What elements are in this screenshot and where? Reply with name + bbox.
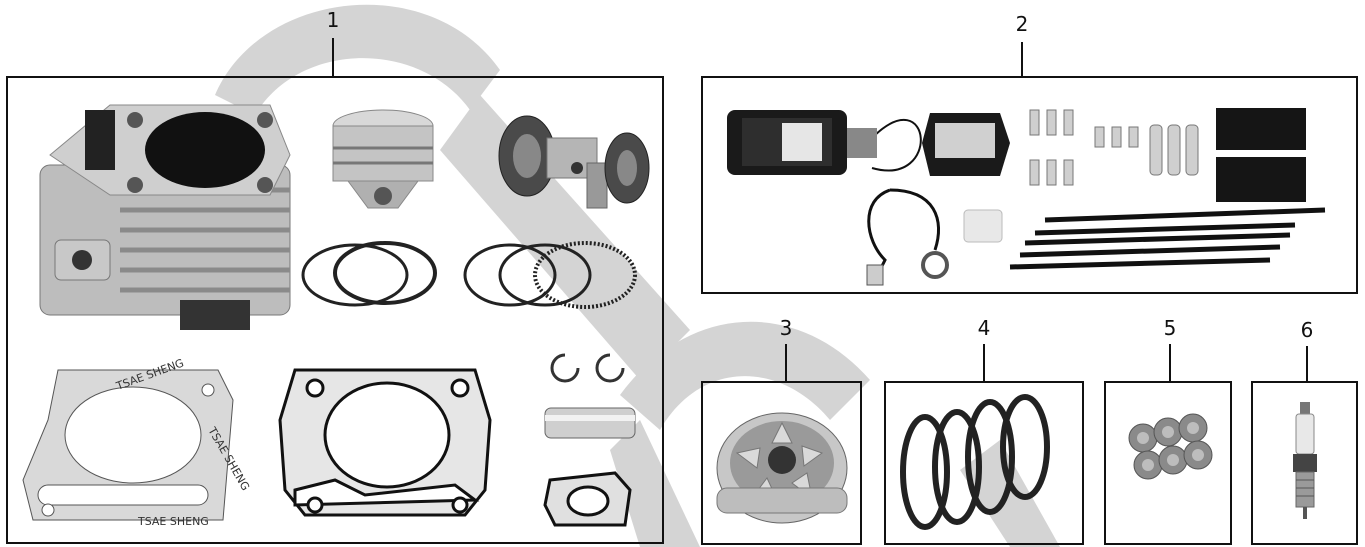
panel-spark-plug (1251, 381, 1358, 545)
callout-3-leader (785, 344, 787, 381)
callout-5: 5 (1163, 316, 1177, 340)
callout-4: 4 (977, 316, 991, 340)
roller-weights-illustration (1128, 413, 1213, 480)
callout-5-leader (1169, 344, 1171, 381)
callout-1-leader (332, 38, 334, 76)
callout-1: 1 (326, 8, 340, 32)
callout-3: 3 (779, 316, 793, 340)
callout-2-leader (1021, 42, 1023, 76)
connector-terminals (1029, 109, 1199, 186)
piston-pin-illustration (544, 407, 636, 439)
callout-4-leader (983, 344, 985, 381)
camshaft-illustration (498, 115, 650, 209)
panel-variator (701, 381, 862, 545)
variator-illustration (716, 412, 848, 524)
foam-pad-small (963, 209, 1003, 243)
ground-wire-illustration (866, 188, 949, 286)
panel-cylinder-kit (6, 76, 664, 544)
piston-rings-left (301, 241, 437, 307)
base-gasket-illustration: TSAE SHENG TSAE SHENG TSAE SHENG (22, 356, 252, 528)
piston-pin-clips (550, 353, 625, 383)
callout-2: 2 (1015, 12, 1029, 36)
panel-clutch-spring (884, 381, 1084, 545)
head-gasket-illustration (278, 368, 492, 517)
callout-6-leader (1306, 346, 1308, 381)
intake-gasket-illustration (543, 471, 632, 527)
cylinder-block-illustration (39, 104, 291, 330)
piston-rings-right (463, 241, 637, 309)
callout-6: 6 (1300, 318, 1314, 342)
gasket-brand-text-b: TSAE SHENG (137, 515, 209, 528)
cdi-unit-small (922, 113, 1010, 176)
panel-electronics-kit (701, 76, 1358, 294)
panel-roller-weights (1104, 381, 1232, 545)
foam-filter-pads (1216, 108, 1306, 202)
clutch-spring-illustration (900, 394, 1050, 530)
piston-illustration (332, 109, 434, 209)
cdi-unit-large (727, 110, 922, 175)
spark-plug-illustration (1293, 402, 1317, 519)
cable-ties (1009, 207, 1326, 270)
